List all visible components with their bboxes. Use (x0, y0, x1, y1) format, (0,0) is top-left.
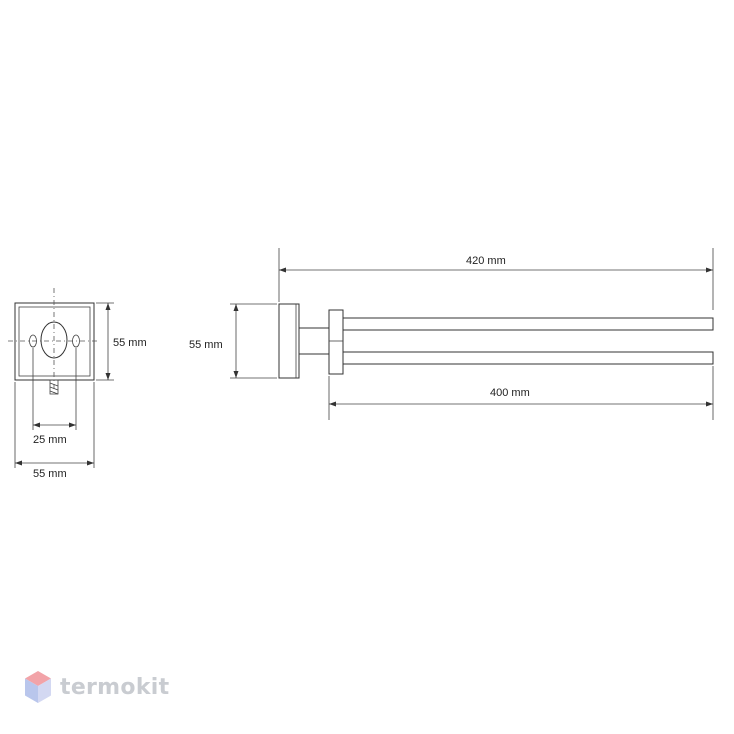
front-height-label: 55 mm (113, 337, 147, 349)
front-center-oval (40, 321, 68, 359)
side-upper-bar (342, 317, 714, 331)
front-plate-outline (14, 302, 95, 381)
front-set-screw-thread (49, 382, 59, 395)
side-bar-length-label: 400 mm (490, 387, 530, 399)
side-total-length-label: 420 mm (466, 255, 506, 267)
front-view: 55 mm 25 mm 55 mm (8, 288, 147, 480)
side-swivel-block (328, 309, 344, 375)
front-width-label: 55 mm (33, 468, 67, 480)
side-view: 420 mm 55 mm 400 mm (189, 248, 714, 420)
front-screw-hole-right (72, 334, 80, 348)
front-plate-inner (18, 306, 91, 377)
side-neck (298, 327, 330, 355)
hexagon-cube-icon (25, 671, 51, 703)
side-lower-bar (342, 351, 714, 365)
front-screw-hole-left (29, 334, 37, 348)
watermark-brand-text: termokit (60, 674, 170, 700)
front-hole-spacing-label: 25 mm (33, 434, 67, 446)
side-height-label: 55 mm (189, 339, 223, 351)
termokit-watermark: termokit (24, 670, 169, 704)
